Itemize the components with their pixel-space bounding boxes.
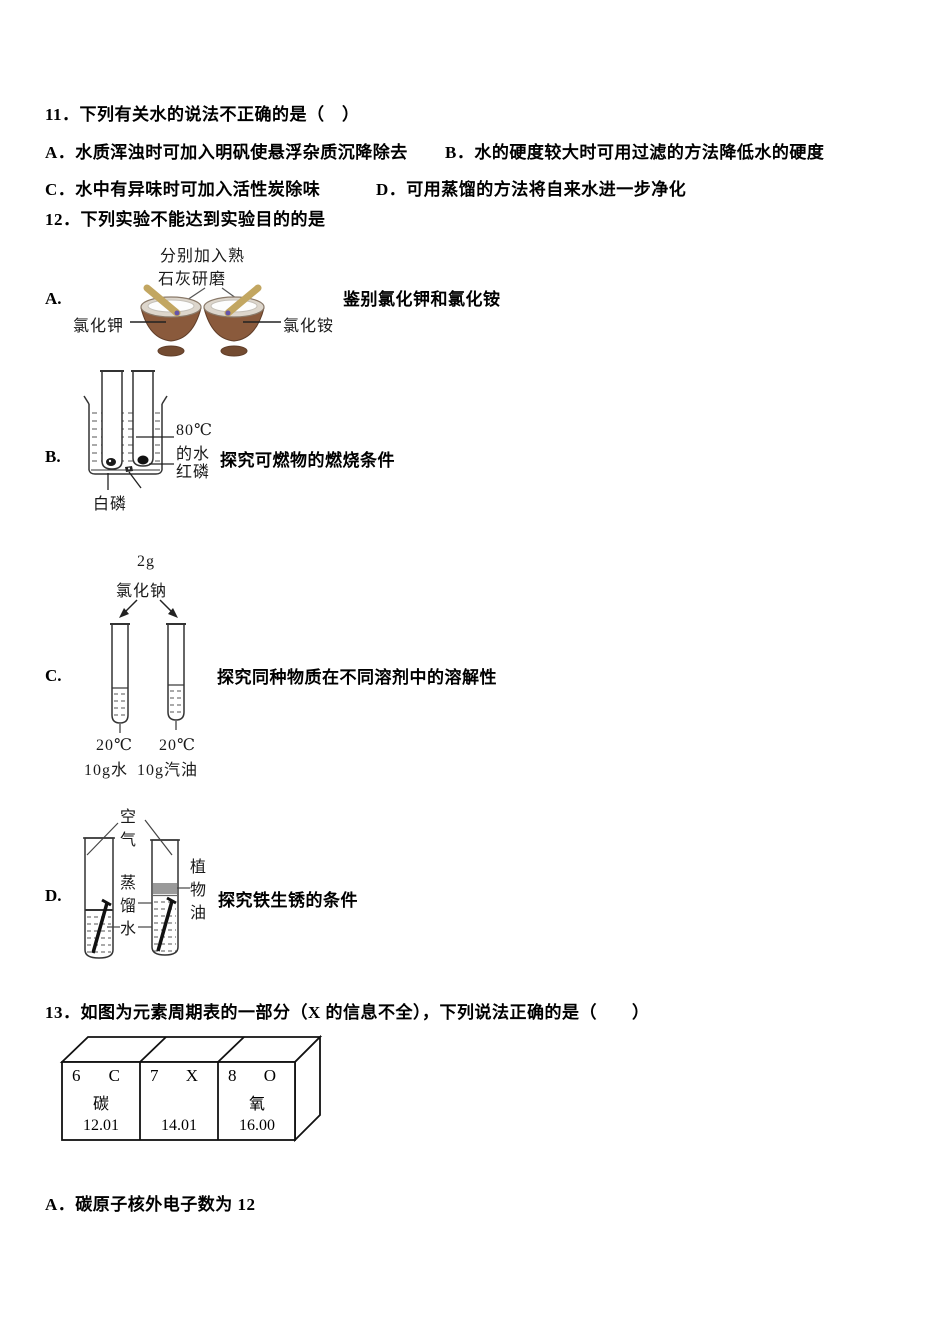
q12a-label-kcl: 氯化钾	[73, 318, 125, 335]
q12c-left-temp: 20℃	[96, 737, 133, 754]
q12d-letter: D.	[45, 886, 62, 905]
q12c-letter: C.	[45, 666, 62, 685]
tube-water	[110, 623, 130, 733]
element-symbol: X	[185, 1066, 198, 1085]
arrowhead-right	[168, 608, 178, 618]
q12c-label-2g: 2g	[137, 553, 155, 570]
red-phosphorus-sample	[137, 455, 149, 465]
q11-option-c: C．水中有异味时可加入活性炭除味	[45, 180, 321, 199]
atomic-number: 7	[150, 1066, 159, 1085]
q11-stem: 11．下列有关水的说法不正确的是（ ）	[45, 105, 360, 124]
q12d-label-vegetable-oil: 植物油	[189, 859, 206, 922]
q12b-label-white-phosphorus: 白磷	[93, 496, 128, 513]
q11-option-d: D．可用蒸馏的方法将自来水进一步净化	[376, 180, 687, 199]
q12d-label-air: 空气	[119, 809, 136, 849]
q12d-label-distilled-water: 蒸馏水	[119, 875, 136, 938]
q12c-right-temp: 20℃	[159, 737, 196, 754]
arrows	[122, 599, 175, 615]
atomic-mass: 12.01	[83, 1117, 119, 1134]
tube-air-water	[83, 837, 115, 959]
element-name: 氧	[248, 1096, 265, 1113]
periodic-table-boxes	[59, 1034, 323, 1143]
q11-option-a: A．水质浑浊时可加入明矾使悬浮杂质沉降除去	[45, 143, 408, 162]
element-name: 碳	[92, 1096, 109, 1113]
q12a-label-nh4cl: 氯化铵	[283, 318, 335, 335]
arrowhead-left	[119, 608, 129, 618]
leader-lines	[107, 436, 174, 490]
q12a-letter: A.	[45, 289, 62, 308]
q12b-label-water: 的水	[176, 446, 211, 463]
iron-nail-left	[91, 902, 109, 954]
element-symbol: O	[263, 1066, 276, 1085]
burning-condition-diagram	[83, 370, 174, 490]
q12-stem: 12．下列实验不能达到实验目的的是	[45, 210, 326, 229]
white-phosphorus-sample	[106, 458, 116, 466]
oil-layer	[152, 883, 178, 894]
atomic-mass: 14.01	[161, 1117, 197, 1134]
pestle-left	[143, 284, 181, 317]
atomic-number: 8	[228, 1066, 237, 1085]
q12b-letter: B.	[45, 447, 61, 466]
mortar-right	[203, 284, 265, 357]
leader-lines	[86, 819, 190, 928]
element-cell-carbon: 6 C 碳 12.01	[62, 1064, 140, 1140]
mortar-left	[140, 284, 202, 357]
q12d-purpose: 探究铁生锈的条件	[218, 891, 358, 910]
element-name	[140, 1090, 218, 1114]
solubility-diagram	[110, 599, 186, 733]
atomic-number: 6	[72, 1066, 81, 1085]
q12a-label-add-lime-2: 石灰研磨	[158, 271, 227, 288]
q12c-left-solvent: 10g水	[84, 762, 129, 779]
test-tubes	[100, 370, 155, 470]
q12c-label-nacl: 氯化钠	[116, 583, 168, 600]
q12b-label-red-phosphorus: 红磷	[176, 464, 211, 481]
rusting-diagram	[83, 819, 190, 959]
box-3d-outline	[59, 1034, 323, 1143]
q12c-purpose: 探究同种物质在不同溶剂中的溶解性	[217, 668, 497, 687]
iron-nail-right	[156, 900, 174, 952]
q12a-purpose: 鉴别氯化钾和氯化铵	[343, 290, 501, 309]
element-symbol: C	[108, 1066, 120, 1085]
tube-gasoline	[166, 623, 186, 730]
tube-water-oil	[150, 839, 180, 956]
beaker-outline	[83, 395, 168, 475]
element-cell-oxygen: 8 O 氧 16.00	[218, 1064, 296, 1140]
mortar-pestle-diagram	[130, 284, 281, 357]
q12a-label-add-lime-1: 分别加入熟	[160, 248, 246, 265]
q12b-label-water-temp: 80℃	[176, 422, 213, 439]
q13-option-a: A．碳原子核外电子数为 12	[45, 1195, 256, 1214]
atomic-mass: 16.00	[239, 1117, 275, 1134]
q12c-right-solvent: 10g汽油	[137, 762, 199, 779]
q13-stem: 13．如图为元素周期表的一部分（X 的信息不全），下列说法正确的是（ ）	[45, 1003, 650, 1022]
q12b-purpose: 探究可燃物的燃烧条件	[220, 451, 395, 470]
pestle-right	[224, 284, 262, 317]
element-cell-x: 7 X 14.01	[140, 1064, 218, 1140]
q11-option-b: B．水的硬度较大时可用过滤的方法降低水的硬度	[445, 143, 825, 162]
